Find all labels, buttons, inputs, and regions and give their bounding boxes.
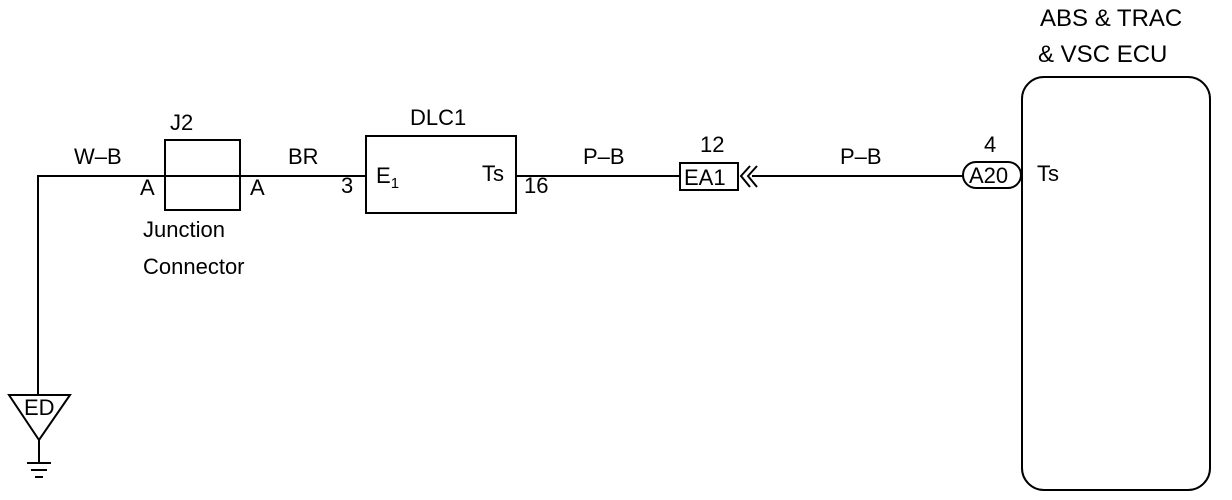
dlc1-left-pin-number: 3 (341, 173, 353, 198)
junction-right-terminal: A (250, 175, 265, 200)
dlc1-right-pin-number: 16 (524, 173, 548, 198)
dlc1-title: DLC1 (410, 105, 466, 130)
ground-ed-triangle (7, 394, 72, 442)
wire-label-junction-to-ground: W–B (74, 144, 122, 169)
dlc1-box (365, 135, 517, 214)
connector-ea1-chevron-icon (739, 165, 758, 188)
junction-left-terminal: A (140, 175, 155, 200)
connector-ea1-label: EA1 (684, 165, 726, 190)
connector-a20-label: A20 (969, 163, 1008, 188)
wire-label-ecu-to-ea1: P–B (840, 144, 882, 169)
ecu-title-line1: ABS & TRAC (1040, 5, 1182, 32)
ecu-box (1021, 76, 1211, 491)
junction-caption-line1: Junction (143, 217, 225, 242)
wire-label-ea1-to-dlc1: P–B (583, 144, 625, 169)
connector-a20-pin: 4 (984, 132, 996, 157)
wire-junction-to-ground (37, 175, 165, 395)
dlc1-right-pin-name: Ts (482, 161, 504, 186)
junction-caption-line2: Connector (143, 254, 245, 279)
connector-ea1-box (679, 162, 739, 191)
ground-ed-label: ED (24, 395, 55, 420)
ecu-title-line2: & VSC ECU (1038, 41, 1167, 68)
wire-label-dlc1-to-junction: BR (288, 144, 319, 169)
junction-j2-title: J2 (170, 110, 193, 135)
connector-ea1-pin: 12 (700, 132, 724, 157)
dlc1-left-pin-name: E1 (376, 163, 399, 192)
ground-symbol-icon (27, 462, 51, 478)
ecu-pin-label: Ts (1037, 161, 1059, 186)
